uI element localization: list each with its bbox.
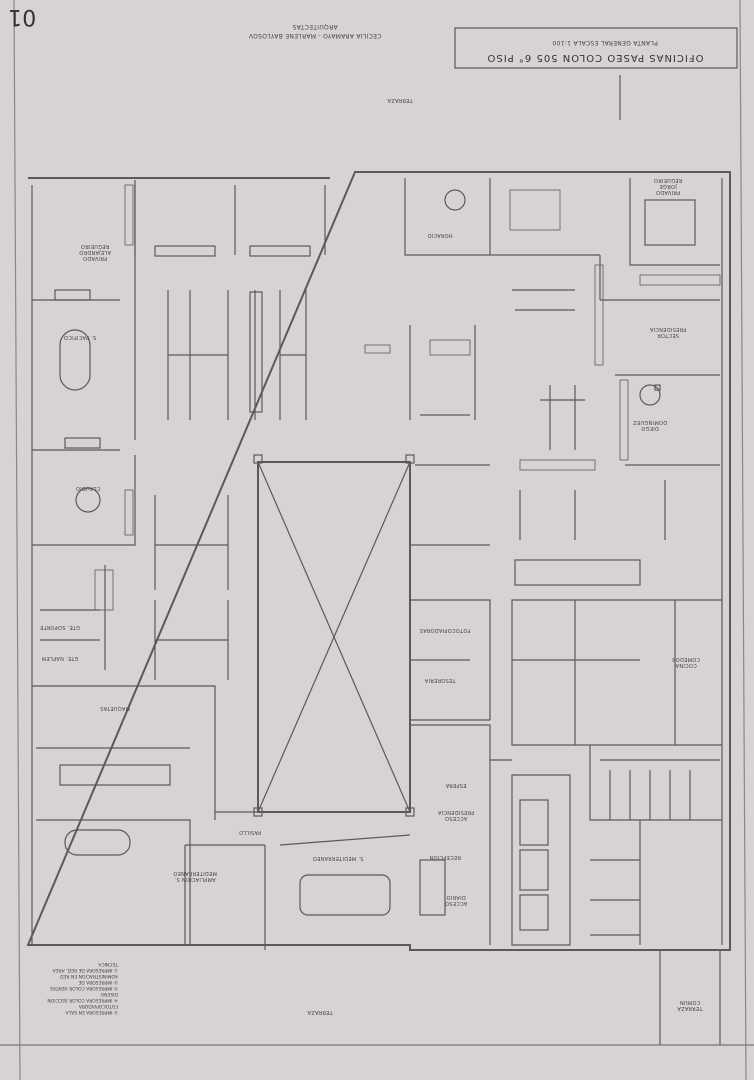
room-label: TERRAZA bbox=[387, 97, 413, 103]
furniture-chairs bbox=[94, 184, 721, 611]
sheet-border-left bbox=[13, 0, 21, 1080]
room-label: SECTOR PRESIDENCIA bbox=[649, 326, 687, 338]
room-label: COCINA COMEDOR bbox=[671, 656, 700, 668]
room-label: GTE. NAPLEM bbox=[41, 655, 79, 661]
room-label: PRIVADO JORGE REGUEIRO bbox=[653, 177, 683, 195]
room-label: MAQUETAS bbox=[99, 705, 131, 711]
legend-item: ② IMPRESORA DE ADMINISTRACION EN RED bbox=[60, 973, 118, 984]
room-label: TERRAZA bbox=[307, 1009, 333, 1015]
authors: CECILIA ARAMAYO - MARLENE BAYLOSOV bbox=[248, 32, 382, 39]
room-label: CLAUDIO bbox=[75, 485, 101, 491]
authors-role: ARQUITECTAS bbox=[292, 23, 338, 30]
room-label: GTE. SOPORTE bbox=[39, 624, 81, 630]
legend-item: ① IMPRESORA DE RED, AREA TECNICA bbox=[52, 961, 118, 972]
legend-item: ⑤ IMPRESORA EN SALA FOTOCOPIADORA bbox=[65, 1003, 118, 1014]
room-label: S. MEDITERRANEO bbox=[312, 855, 364, 861]
room-label: ESPERA bbox=[445, 782, 467, 788]
room-label: TESORERIA bbox=[424, 677, 456, 683]
legend-item: ④ IMPRESORA COLOR SECCION DISEÑO bbox=[47, 991, 118, 1002]
atrium-void bbox=[253, 454, 415, 817]
printer-legend: ⑤ IMPRESORA EN SALA FOTOCOPIADORA ④ IMPR… bbox=[38, 960, 118, 1014]
sheet-number: 01 bbox=[7, 4, 37, 29]
left-offices bbox=[32, 180, 216, 945]
title-block-frame bbox=[454, 27, 738, 69]
room-label: FOTOCOPIADORAS bbox=[419, 627, 471, 633]
room-label: DIEGO DOMINGUEZ bbox=[632, 419, 668, 431]
legend-item: ③ IMPRESORA COLOR VENTAS bbox=[50, 985, 118, 990]
room-label: S. PACIFICO bbox=[63, 334, 97, 340]
conference-rooms bbox=[184, 811, 411, 950]
room-label: AMPLIACION S. MEDITERRANEO bbox=[173, 870, 217, 882]
building-outline bbox=[26, 171, 731, 951]
right-offices bbox=[75, 178, 722, 946]
room-label: ACCESO PRESIDENCIA bbox=[437, 809, 475, 821]
room-label: HORACIO bbox=[427, 232, 453, 238]
drawing-subtitle: PLANTA GENERAL ESCALA 1:100 bbox=[552, 39, 658, 46]
room-label: PRIVADO ALEJANDRO REGUEIRO bbox=[79, 243, 111, 261]
room-label: TERRAZA COMUN bbox=[677, 999, 703, 1011]
workstations-top-left bbox=[134, 185, 326, 680]
sheet-border-right bbox=[739, 0, 747, 1080]
room-label: PASILLO bbox=[238, 829, 262, 835]
drawing-title: OFICINAS PASEO COLON 505 6° PISO bbox=[486, 52, 704, 63]
room-label: RECEPCION bbox=[429, 854, 461, 860]
room-label: ACCESO DIARIO bbox=[444, 894, 468, 906]
